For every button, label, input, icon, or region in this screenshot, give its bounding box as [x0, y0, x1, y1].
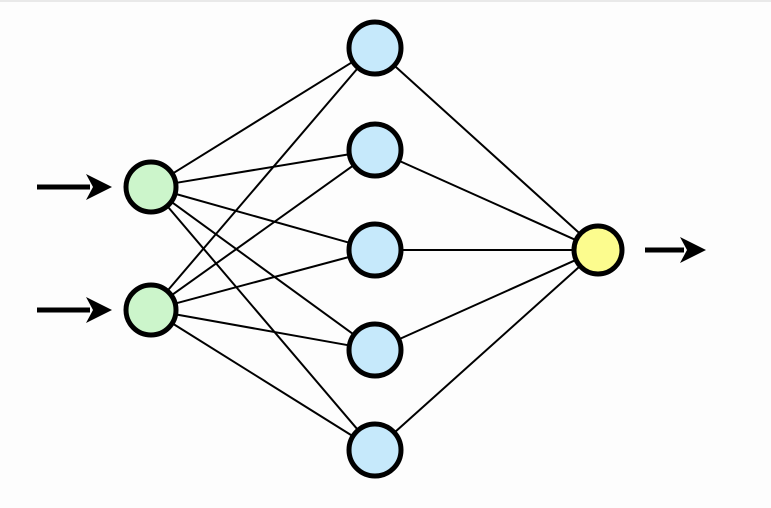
node-output-1[interactable] [571, 223, 625, 277]
node-input-1[interactable] [123, 159, 179, 215]
edge-hidden-2-to-output-1 [398, 159, 577, 242]
input-arrow-bottom [37, 297, 112, 323]
edge-input-2-to-hidden-3 [174, 255, 351, 305]
edge-hidden-5-to-output-1 [393, 265, 581, 434]
edge-input-1-to-hidden-3 [174, 192, 351, 244]
edge-input-1-to-hidden-2 [175, 153, 350, 184]
node-hidden-3[interactable] [346, 221, 404, 279]
input-arrow-bottom-head-icon [86, 297, 112, 323]
edge-input-2-to-hidden-5 [171, 322, 354, 438]
output-arrow [645, 237, 706, 263]
edge-hidden-1-to-output-1 [393, 64, 581, 235]
edge-input-2-to-hidden-2 [170, 164, 355, 297]
edges-group [166, 60, 581, 438]
edge-input-2-to-hidden-1 [166, 67, 359, 292]
edge-input-1-to-hidden-1 [171, 60, 354, 175]
node-hidden-1[interactable] [346, 19, 404, 77]
edge-input-2-to-hidden-4 [175, 313, 350, 347]
edge-input-1-to-hidden-4 [170, 200, 355, 336]
edge-input-1-to-hidden-5 [166, 205, 359, 431]
node-input-2[interactable] [123, 282, 179, 338]
node-hidden-4[interactable] [346, 321, 404, 379]
output-arrow-head-icon [680, 237, 706, 263]
edge-hidden-4-to-output-1 [398, 258, 577, 341]
node-hidden-5[interactable] [346, 421, 404, 479]
nodes-group [123, 19, 625, 479]
node-hidden-2[interactable] [346, 121, 404, 179]
input-arrow-top [37, 174, 112, 200]
arrows-group [37, 174, 706, 323]
input-arrow-top-head-icon [86, 174, 112, 200]
